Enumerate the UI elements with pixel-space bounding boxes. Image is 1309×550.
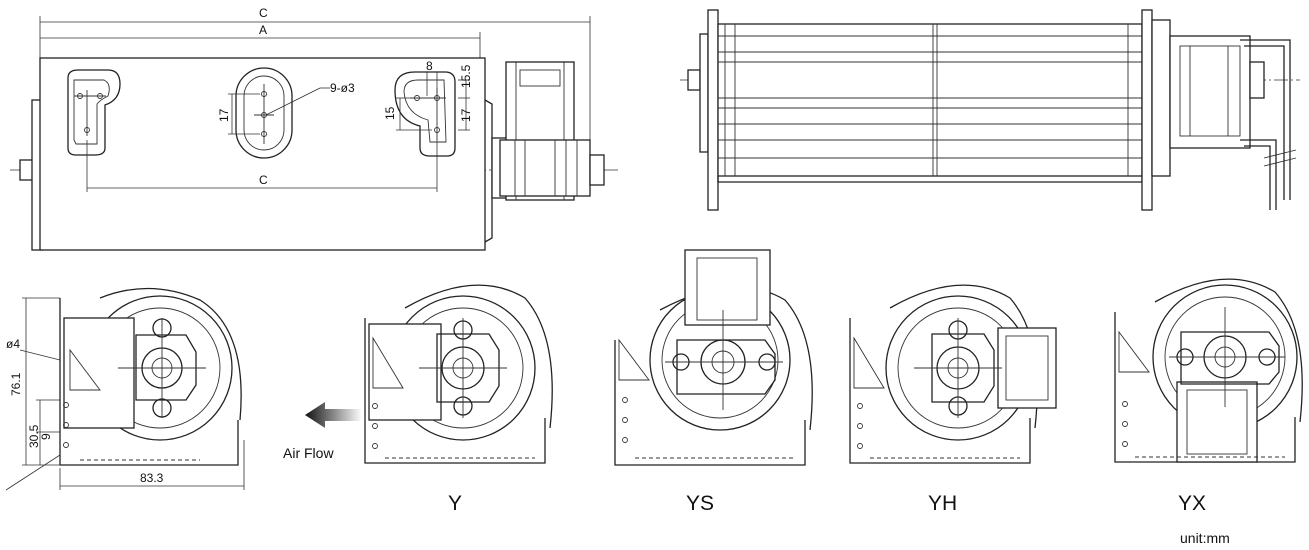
variant-label-yx: YX [1178, 492, 1206, 515]
end-view-dimensioned: 76.1 30.5 9 ø4 83.3 [5, 287, 245, 491]
dim-76-1: 76.1 [9, 372, 23, 396]
variant-yx-drawing [1114, 278, 1303, 463]
unit-label: unit:mm [1180, 530, 1230, 546]
dim-30-5: 30.5 [27, 424, 41, 448]
side-elevation [680, 9, 1300, 211]
dim-phi4: ø4 [6, 337, 20, 351]
dim-a: A [259, 23, 267, 37]
airflow-label: Air Flow [283, 445, 334, 461]
dim-17-left: 17 [217, 108, 231, 122]
dim-83-3: 83.3 [140, 471, 164, 485]
variant-label-y: Y [448, 492, 462, 515]
dim-15-5: 15.5 [459, 64, 473, 88]
dim-c-inner: C [259, 173, 268, 187]
dim-c-top: C [259, 6, 268, 20]
variant-y-drawing [364, 284, 553, 464]
dim-9: 9 [39, 433, 53, 440]
variant-label-ys: YS [686, 492, 714, 515]
variant-label-yh: YH [928, 492, 957, 515]
variant-yh-drawing [849, 284, 1057, 464]
dim-hole: 9-ø3 [330, 81, 355, 95]
top-view: C A [10, 6, 620, 251]
dim-15: 15 [383, 106, 397, 120]
variant-ys-drawing [614, 249, 813, 466]
airflow-arrow: Air Flow [283, 402, 362, 461]
dim-17-right: 17 [459, 108, 473, 122]
dim-8: 8 [426, 59, 433, 73]
